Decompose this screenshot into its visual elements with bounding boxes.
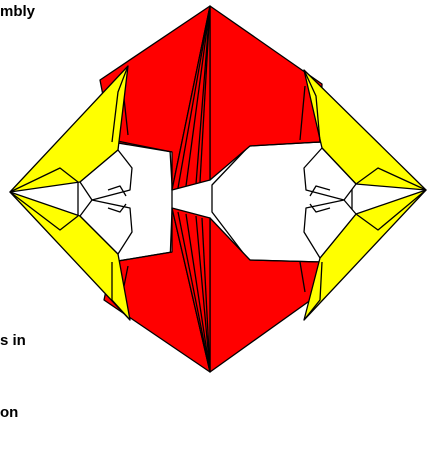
caption-bottom-line-2: on (0, 401, 26, 425)
caption-bottom-line-1: s in (0, 329, 26, 353)
origami-assembly-diagram (0, 0, 429, 376)
caption-top: mbly (0, 0, 35, 24)
caption-bottom: s in on (0, 281, 26, 449)
